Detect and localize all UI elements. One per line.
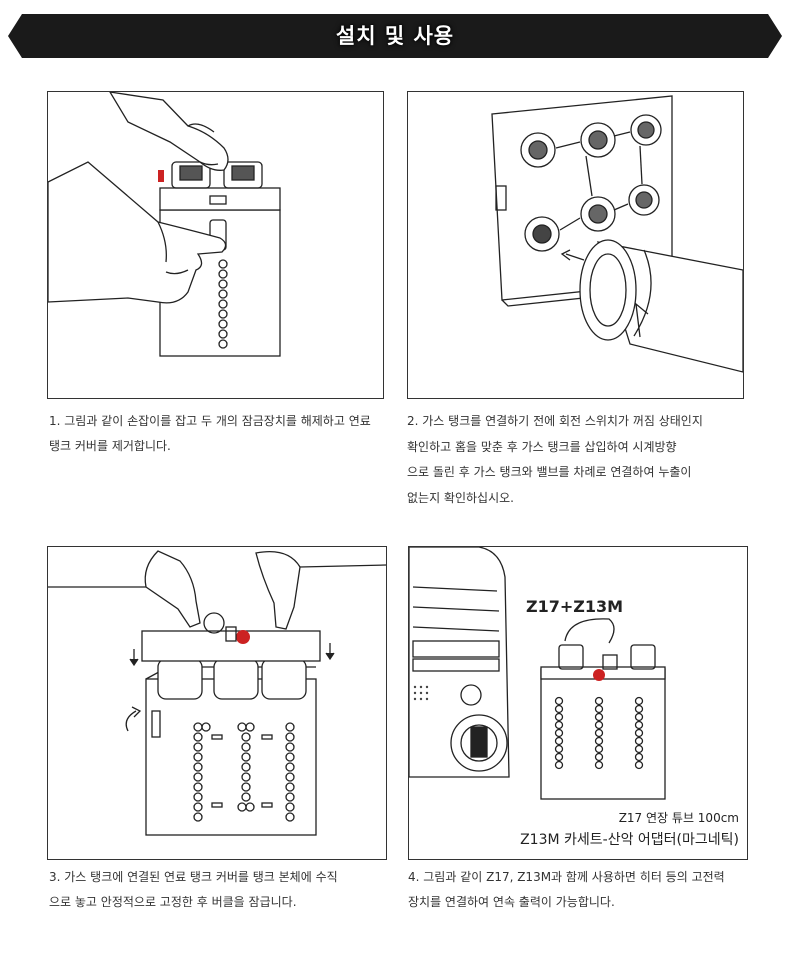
label-z17-z13m: Z17+Z13M <box>526 597 624 616</box>
step-2-caption: 2. 가스 탱크를 연결하기 전에 회전 스위치가 꺼짐 상태인지 확인하고 홈… <box>407 409 742 511</box>
step-1-illustration <box>47 91 384 399</box>
page-title: 설치 및 사용 <box>335 24 455 48</box>
caption-line: 장치를 연결하여 연속 출력이 가능합니다. <box>408 895 615 909</box>
caption-line: 4. 그림과 같이 Z17, Z13M과 함께 사용하면 히터 등의 고전력 <box>408 870 725 884</box>
valve-grid <box>520 114 662 252</box>
caption-line: 탱크 커버를 제거합니다. <box>49 439 171 453</box>
label-extension-tube: Z17 연장 튜브 100cm <box>618 811 739 825</box>
step-4-caption: 4. 그림과 같이 Z17, Z13M과 함께 사용하면 히터 등의 고전력 장… <box>408 865 744 915</box>
step-4-illustration: Z17+Z13M Z17 연장 튜브 100cm Z13M 카세트-산악 어댑터… <box>408 546 748 860</box>
caption-line: 3. 가스 탱크에 연결된 연료 탱크 커버를 탱크 본체에 수직 <box>49 870 338 884</box>
caption-line: 2. 가스 탱크를 연결하기 전에 회전 스위치가 꺼짐 상태인지 <box>407 414 703 428</box>
hex-vent-column <box>218 259 228 349</box>
step-2-illustration <box>407 91 744 399</box>
step-3-illustration <box>47 546 387 860</box>
label-adapter: Z13M 카세트-산악 어댑터(마그네틱) <box>520 832 739 848</box>
caption-line: 으로 돌린 후 가스 탱크와 밸브를 차례로 연결하여 누출이 <box>407 465 692 479</box>
caption-line: 으로 놓고 안정적으로 고정한 후 버클을 잠급니다. <box>49 895 297 909</box>
step-3-caption: 3. 가스 탱크에 연결된 연료 탱크 커버를 탱크 본체에 수직 으로 놓고 … <box>49 865 383 915</box>
caption-line: 1. 그림과 같이 손잡이를 잡고 두 개의 잠금장치를 해제하고 연료 <box>49 414 371 428</box>
hex-vent-pattern <box>193 722 295 822</box>
caption-line: 확인하고 홈을 맞춘 후 가스 탱크를 삽입하여 시계방향 <box>407 439 677 454</box>
step-1-caption: 1. 그림과 같이 손잡이를 잡고 두 개의 잠금장치를 해제하고 연료 탱크 … <box>49 409 383 459</box>
heater-vent-dots <box>413 685 429 701</box>
title-banner: 설치 및 사용 <box>8 14 782 58</box>
caption-line: 없는지 확인하십시오. <box>407 490 514 505</box>
banner-shape <box>8 14 782 58</box>
hex-vent-pattern <box>554 696 644 770</box>
